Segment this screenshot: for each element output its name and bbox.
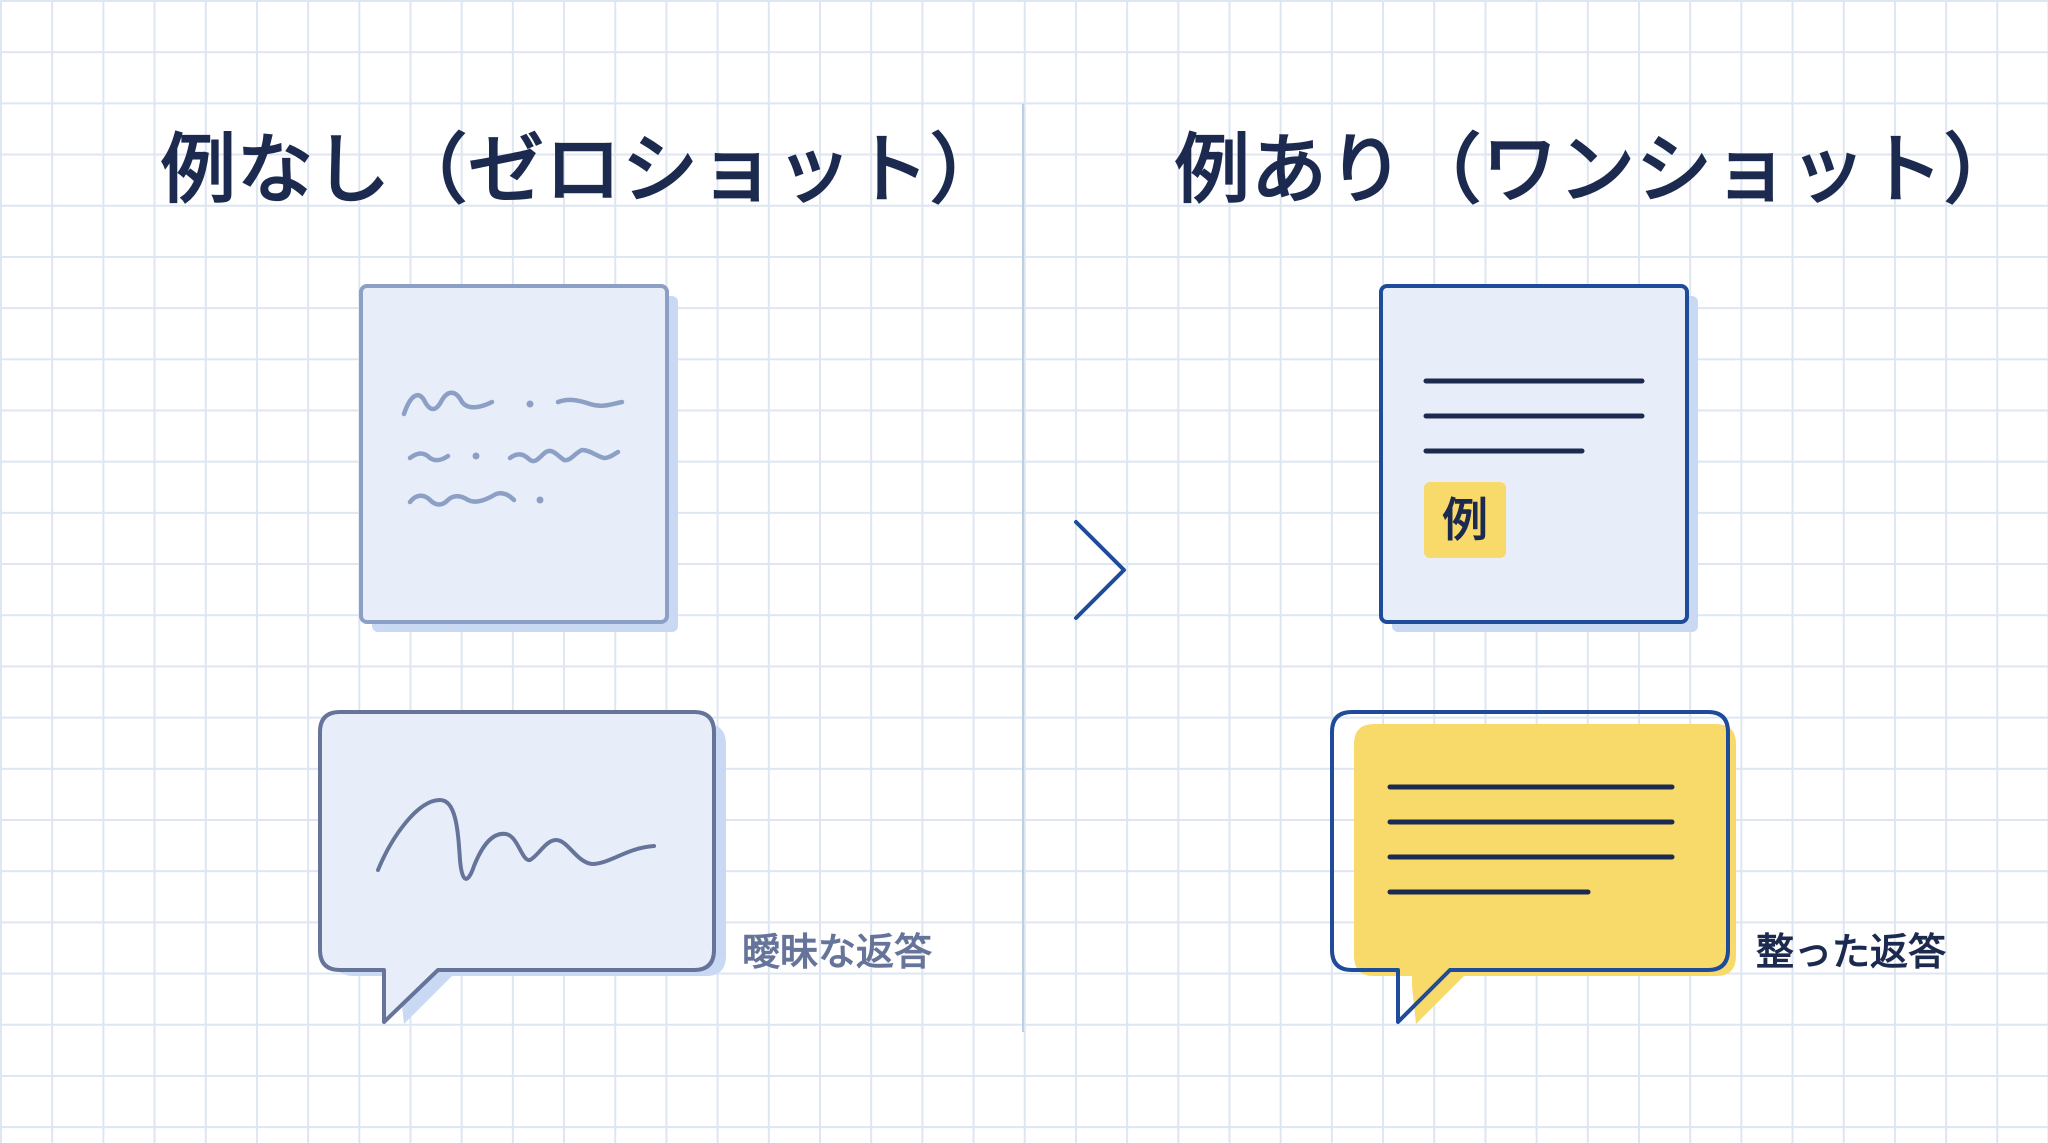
vague-response-squiggle bbox=[376, 797, 656, 881]
vague-response-bubble bbox=[318, 710, 726, 1024]
squiggle-dots bbox=[472, 400, 544, 504]
vague-bubble-outline bbox=[318, 710, 716, 1024]
zero-shot-title: 例なし（ゼロショット） bbox=[160, 125, 1007, 214]
arrow-head bbox=[1074, 520, 1126, 620]
example-badge: 例 bbox=[1424, 482, 1506, 558]
zero-shot-prompt-document bbox=[359, 284, 678, 632]
one-shot-prompt-document bbox=[1379, 284, 1698, 632]
squiggle-text-lines bbox=[401, 390, 625, 507]
transition-arrow bbox=[918, 520, 1126, 620]
one-shot-title: 例あり（ワンショット） bbox=[1174, 125, 2021, 214]
structured-bubble-outline bbox=[1330, 710, 1730, 1024]
structured-response-caption: 整った返答 bbox=[1756, 930, 1947, 974]
one-shot-document-page bbox=[1379, 284, 1689, 624]
structured-bubble-fill bbox=[1354, 724, 1736, 1024]
structured-response-bubble bbox=[1330, 710, 1736, 1024]
vague-response-caption: 曖昧な返答 bbox=[742, 930, 933, 974]
structured-response-lines bbox=[1387, 784, 1675, 895]
document-text-lines bbox=[1423, 378, 1645, 454]
